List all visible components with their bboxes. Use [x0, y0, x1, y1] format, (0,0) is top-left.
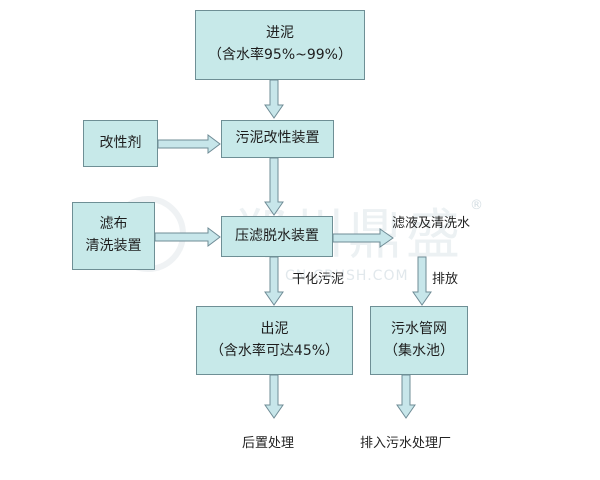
arrow-modifier-to-modification — [157, 134, 221, 154]
watermark-registered-mark: ® — [470, 198, 483, 213]
outlet-sludge-title: 出泥 — [260, 320, 289, 337]
arrow-inlet-to-modification — [264, 79, 284, 119]
outlet-sludge-box: 出泥 （含水率可达45%） — [196, 306, 353, 375]
dry-sludge-label: 干化污泥 — [292, 272, 345, 287]
discharge-label: 排放 — [432, 272, 459, 287]
arrow-press-to-filtrate — [332, 228, 394, 248]
modification-device-title: 污泥改性装置 — [235, 130, 320, 147]
sewage-network-title: 污水管网 — [391, 320, 447, 337]
press-dewatering-title: 压滤脱水装置 — [235, 227, 319, 244]
filter-cloth-title: 滤布 — [99, 216, 128, 233]
to-sewage-plant-label: 排入污水处理厂 — [360, 436, 452, 451]
modification-device-box: 污泥改性装置 — [221, 120, 334, 158]
post-treatment-label: 后置处理 — [242, 436, 295, 451]
sewage-network-box: 污水管网 （集水池） — [370, 306, 468, 375]
arrow-outlet-to-post — [264, 374, 284, 419]
inlet-sludge-title: 进泥 — [266, 25, 294, 42]
arrow-cloth-to-press — [154, 227, 221, 247]
press-dewatering-box: 压滤脱水装置 — [221, 216, 333, 257]
arrow-modification-to-press — [264, 157, 284, 216]
filtrate-label: 滤液及清洗水 — [392, 216, 471, 231]
arrow-press-to-outlet — [264, 256, 284, 306]
inlet-sludge-box: 进泥 （含水率95%~99%） — [195, 10, 365, 80]
outlet-sludge-subtitle: （含水率可达45%） — [209, 342, 340, 359]
sewage-network-subtitle: （集水池） — [384, 342, 454, 359]
modifier-box: 改性剂 — [83, 120, 158, 167]
arrow-filtrate-to-sewage — [412, 256, 432, 306]
watermark-site: CN-CRUSH.COM — [285, 268, 409, 284]
inlet-sludge-subtitle: （含水率95%~99%） — [208, 47, 352, 63]
arrow-sewage-to-plant — [396, 374, 416, 419]
filter-cloth-subtitle: 清洗装置 — [85, 238, 142, 254]
modifier-title: 改性剂 — [99, 134, 142, 151]
filter-cloth-cleaning-box: 滤布 清洗装置 — [72, 202, 155, 270]
